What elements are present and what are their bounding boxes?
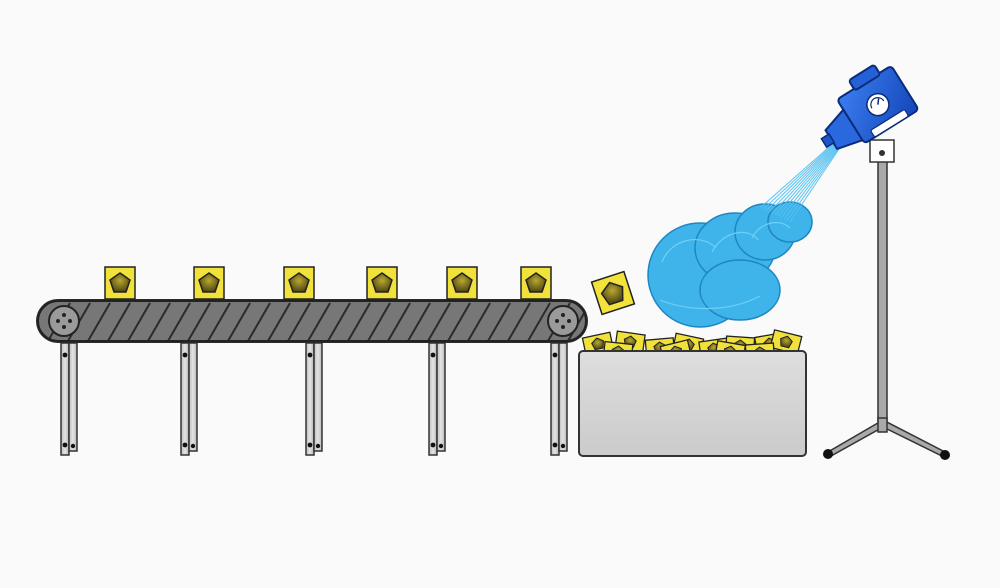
belt-products	[104, 266, 552, 300]
conveyor-leg	[180, 342, 198, 456]
falling-product	[590, 270, 636, 316]
conveyor-leg	[550, 342, 568, 456]
spray-jet	[759, 139, 842, 223]
pentagon-product-icon	[366, 266, 398, 300]
collection-bin	[578, 329, 807, 457]
conveyor-belt	[36, 299, 588, 343]
conveyor-legs	[60, 342, 568, 456]
conveyor-leg	[60, 342, 78, 456]
sprayer-nozzle-icon	[820, 64, 919, 151]
pentagon-product-icon	[104, 266, 136, 300]
pulley-icon	[48, 305, 80, 337]
spray-cloud	[647, 201, 813, 328]
pentagon-product-icon	[193, 266, 225, 300]
sprayer-stand	[823, 139, 950, 460]
pentagon-product-icon	[520, 266, 552, 300]
conveyor-leg	[428, 342, 446, 456]
pentagon-product-icon	[283, 266, 315, 300]
pentagon-product-icon	[446, 266, 478, 300]
conveyor-leg	[305, 342, 323, 456]
pulley-icon	[547, 305, 579, 337]
pressure-gauge-icon	[866, 92, 890, 117]
